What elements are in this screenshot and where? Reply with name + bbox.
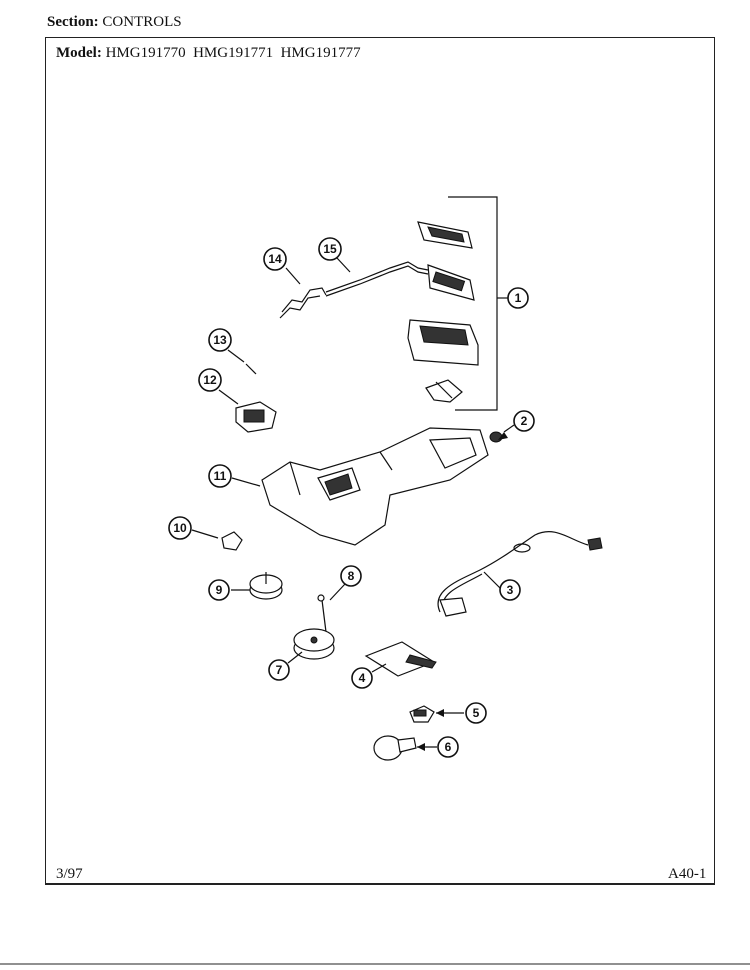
part-9-dial (249, 572, 283, 600)
part-14-bracket (279, 287, 327, 319)
part-11-control-housing (261, 427, 489, 546)
part-1-light-shield (407, 319, 479, 366)
svg-text:10: 10 (173, 521, 187, 535)
callout-12: 12 (198, 368, 222, 392)
part-5-lamp-socket (409, 705, 435, 723)
svg-text:11: 11 (214, 469, 227, 483)
svg-text:1: 1 (515, 291, 522, 305)
callout-5: 5 (465, 702, 487, 724)
callout-13: 13 (208, 328, 232, 352)
svg-text:13: 13 (213, 333, 227, 347)
part-6-light-bulb (373, 735, 417, 761)
svg-text:12: 12 (203, 373, 217, 387)
svg-text:4: 4 (359, 671, 366, 685)
callout-11: 11 (208, 464, 232, 488)
svg-text:5: 5 (473, 706, 480, 720)
svg-text:6: 6 (445, 740, 452, 754)
part-1-light-housing-top (417, 221, 473, 249)
drawing-frame (45, 37, 715, 884)
callout-8: 8 (340, 565, 362, 587)
callout-4: 4 (351, 667, 373, 689)
part-15-rod (325, 261, 429, 297)
footer-page-code: A40-1 (668, 866, 707, 882)
footer-rule (45, 884, 715, 885)
part-2-nut (489, 424, 515, 443)
callout-6: 6 (437, 736, 459, 758)
model-numbers: HMG191770 HMG191771 HMG191777 (105, 45, 361, 61)
part-7-dial (293, 628, 335, 660)
svg-text:8: 8 (348, 569, 355, 583)
svg-text:14: 14 (268, 252, 282, 266)
callout-7: 7 (268, 659, 290, 681)
callout-1: 1 (507, 287, 529, 309)
part-3-wiring-harness (437, 531, 603, 617)
svg-text:3: 3 (507, 583, 514, 597)
model-label: Model: (56, 45, 102, 61)
part-1-bracket (448, 196, 508, 411)
svg-text:15: 15 (323, 242, 337, 256)
callout-9: 9 (208, 579, 230, 601)
part-1-clip (425, 379, 463, 403)
model-heading: Model: HMG191770 HMG191771 HMG191777 (56, 45, 361, 62)
callout-14: 14 (263, 247, 287, 271)
footer-date: 3/97 (56, 866, 83, 882)
leader-lines (191, 257, 501, 748)
part-12-switch (235, 401, 277, 433)
callout-3: 3 (499, 579, 521, 601)
section-label: Section: (47, 14, 99, 30)
leader-arrowheads (417, 432, 508, 751)
section-value: CONTROLS (102, 14, 182, 30)
svg-text:9: 9 (216, 583, 223, 597)
svg-text:2: 2 (521, 414, 528, 428)
svg-text:7: 7 (276, 663, 283, 677)
part-10-knob (221, 531, 243, 551)
part-8-screw (317, 594, 327, 633)
part-13-screw (245, 363, 257, 375)
callout-15: 15 (318, 237, 342, 261)
callout-2: 2 (513, 410, 535, 432)
part-4-cover-plate (364, 641, 437, 677)
callout-10: 10 (168, 516, 192, 540)
section-heading: Section: CONTROLS (47, 14, 182, 31)
part-1-light-socket-bracket (427, 264, 475, 301)
